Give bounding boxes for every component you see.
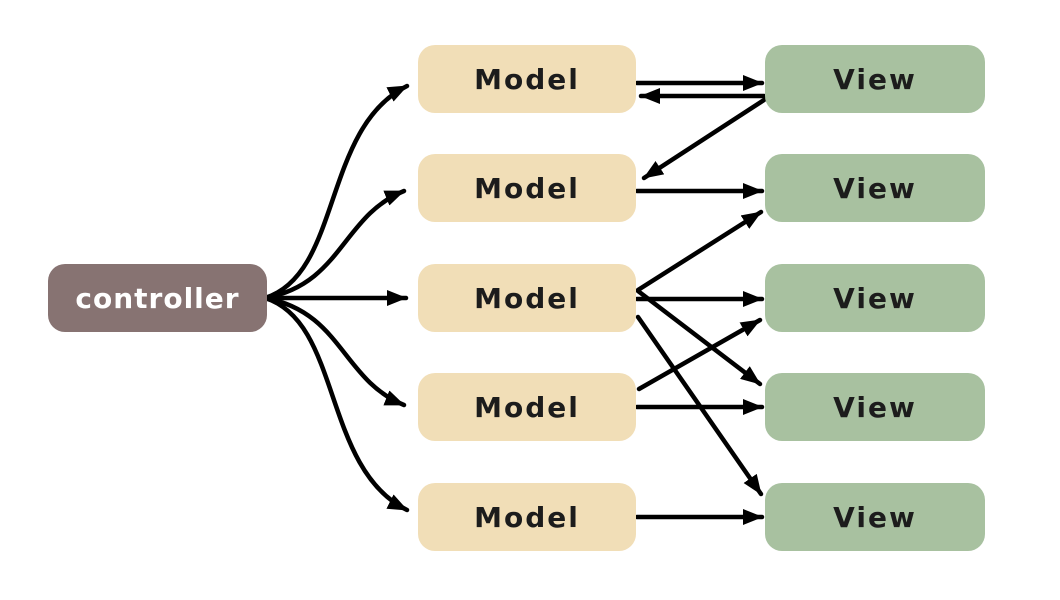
edge-model3-to-view2 — [635, 209, 764, 293]
edge-model3-to-view4 — [635, 288, 763, 387]
view-label: View — [833, 62, 917, 96]
edge-controller-to-model1 — [262, 83, 410, 301]
node-model-5: Model — [418, 483, 636, 551]
model-label: Model — [474, 390, 580, 424]
node-view-1: View — [765, 45, 985, 113]
edge-view1-to-model2 — [641, 97, 767, 181]
view-label: View — [833, 390, 917, 424]
model-label: Model — [474, 62, 580, 96]
node-view-4: View — [765, 373, 985, 441]
view-label: View — [833, 500, 917, 534]
edge-model4-to-view3 — [636, 317, 763, 392]
node-model-2: Model — [418, 154, 636, 222]
edge-controller-to-model4 — [262, 295, 407, 408]
view-label: View — [833, 281, 917, 315]
node-model-1: Model — [418, 45, 636, 113]
node-controller: controller — [48, 264, 267, 332]
node-model-4: Model — [418, 373, 636, 441]
model-label: Model — [474, 281, 580, 315]
node-view-2: View — [765, 154, 985, 222]
node-view-3: View — [765, 264, 985, 332]
edge-controller-to-model2 — [262, 188, 407, 301]
node-view-5: View — [765, 483, 985, 551]
edge-controller-to-model5 — [262, 295, 410, 513]
view-label: View — [833, 171, 917, 205]
controller-label: controller — [75, 281, 240, 315]
model-label: Model — [474, 500, 580, 534]
model-label: Model — [474, 171, 580, 205]
node-model-3: Model — [418, 264, 636, 332]
